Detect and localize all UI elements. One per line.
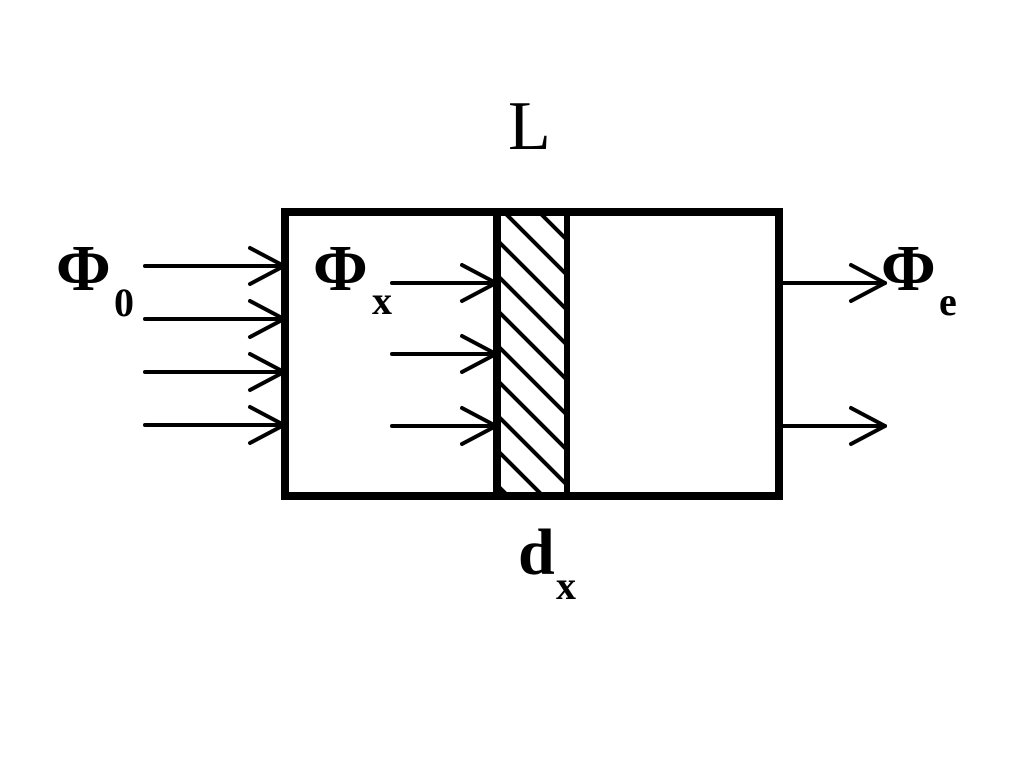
incident-arrow-4: [143, 405, 286, 445]
internal-arrows: [390, 263, 498, 446]
incident-arrow-3: [143, 352, 286, 392]
exit-arrow-2: [781, 406, 887, 446]
length-label: L: [508, 88, 551, 165]
flux-at-x-subscript: x: [372, 278, 392, 323]
exit-arrow-1: [781, 263, 887, 303]
incident-flux-symbol: Φ: [56, 232, 111, 305]
flux-at-x-symbol: Φ: [313, 232, 368, 305]
sample-box: [281, 208, 783, 500]
exit-flux-subscript: e: [939, 279, 957, 324]
exit-arrows: [781, 263, 887, 446]
slice-thickness-subscript: x: [556, 563, 576, 608]
incident-arrows: [143, 246, 286, 445]
exit-flux-symbol: Φ: [881, 232, 936, 305]
internal-arrow-2: [390, 334, 498, 374]
slice-hatching: [497, 212, 567, 496]
incident-arrow-2: [143, 299, 286, 339]
slice-thickness-symbol: d: [518, 516, 555, 589]
incident-arrow-1: [143, 246, 286, 286]
internal-arrow-3: [390, 406, 498, 446]
internal-arrow-1: [390, 263, 498, 303]
incident-flux-subscript: 0: [114, 280, 134, 325]
